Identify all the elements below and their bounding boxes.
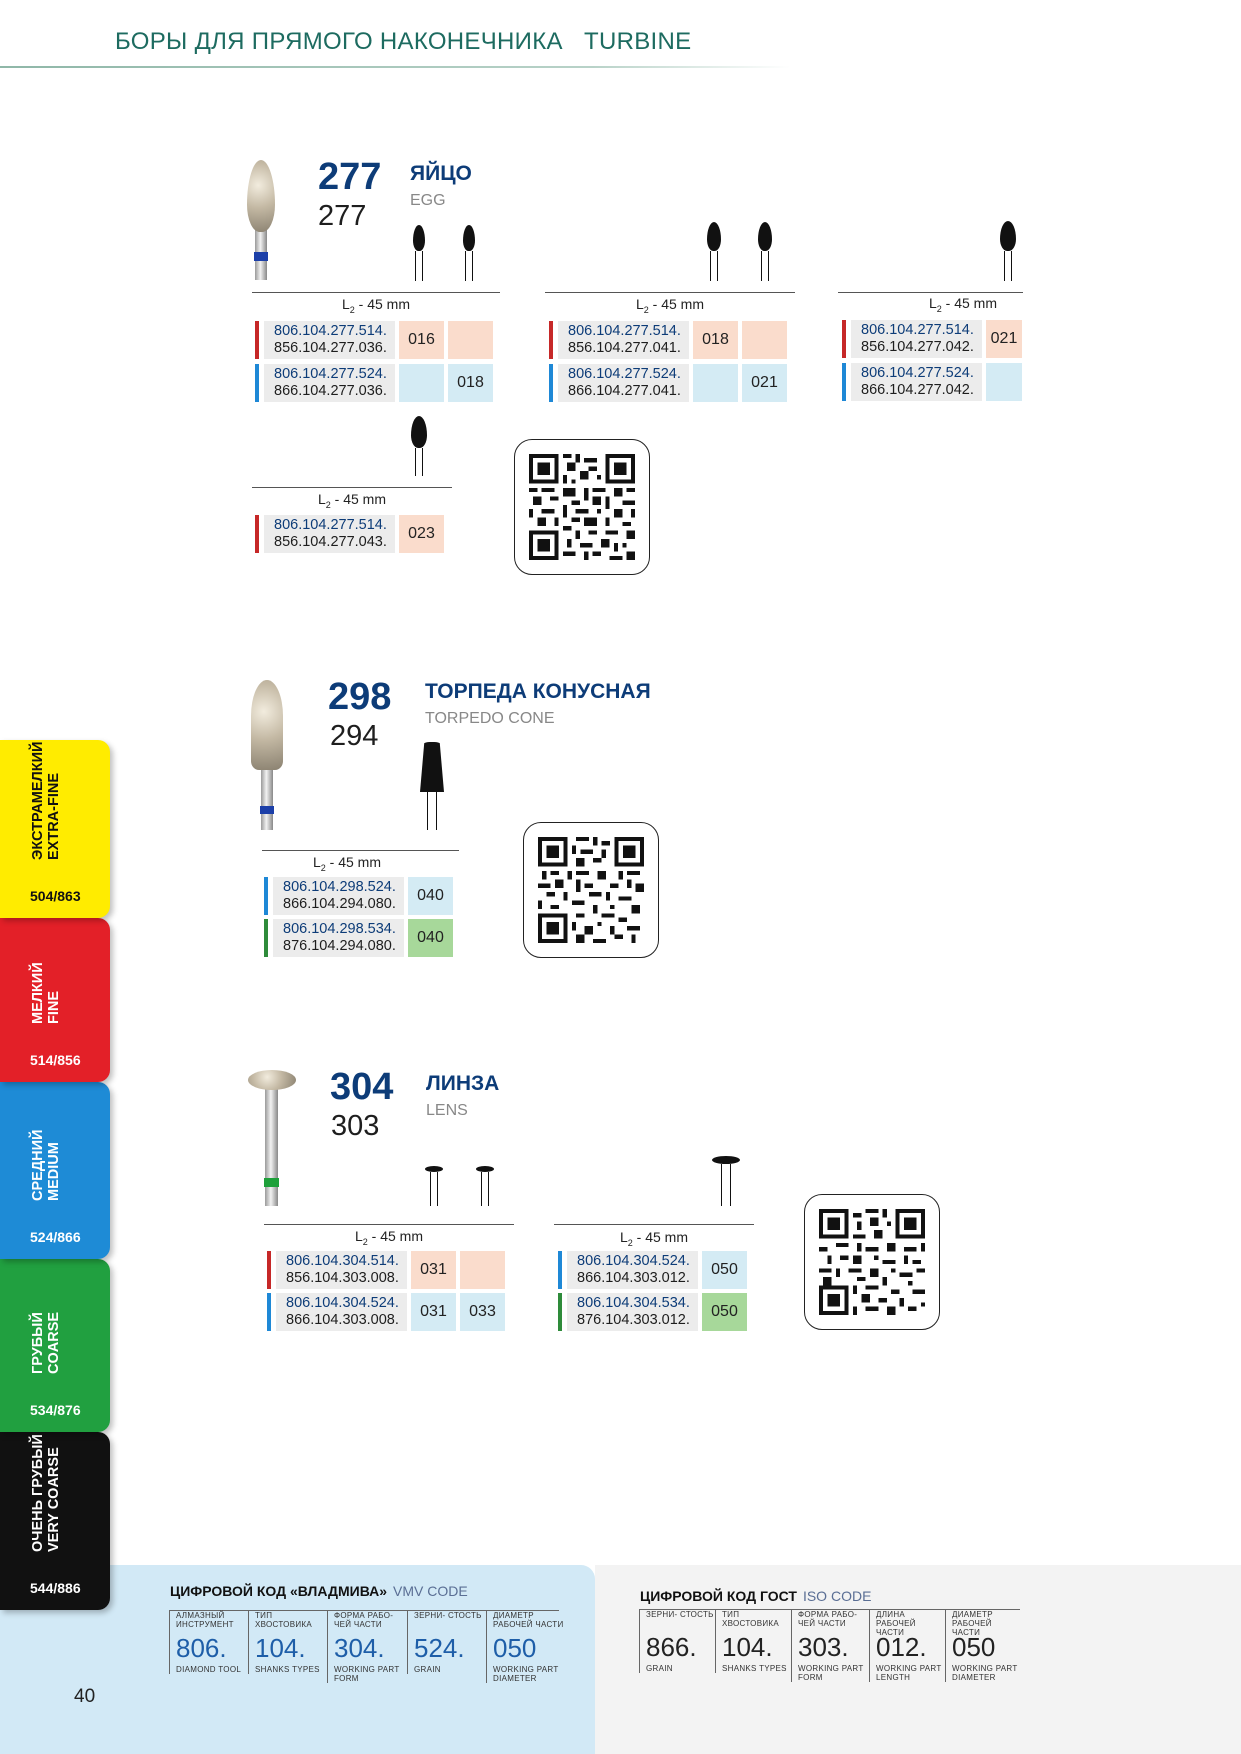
table-row: 806.104.277.514.856.104.277.041. 018 <box>549 321 787 359</box>
grain-code: 544/886 <box>30 1580 81 1596</box>
length-label: L2 - 45 mm <box>341 296 411 315</box>
product-number-alt: 303 <box>331 1110 380 1142</box>
table-row: 806.104.277.514.856.104.277.043. 023 <box>255 515 444 553</box>
table-row: 806.104.277.524.866.104.277.042. <box>842 363 1022 401</box>
table-row: 806.104.304.534.876.104.303.012. 050 <box>558 1293 747 1331</box>
qr-code-icon <box>529 454 635 560</box>
table-row: 806.104.277.524.866.104.277.036. 018 <box>255 364 493 402</box>
page-header-subtitle: TURBINE <box>584 28 692 55</box>
size-cell: 040 <box>408 877 453 915</box>
bur-image-277 <box>246 160 276 280</box>
grain-code: 524/866 <box>30 1229 81 1245</box>
length-label: L2 - 45 mm <box>312 854 382 873</box>
size-cell <box>460 1251 505 1289</box>
grain-code: 534/876 <box>30 1402 81 1418</box>
size-cell: 050 <box>702 1251 747 1289</box>
length-label: L2 - 45 mm <box>317 491 387 510</box>
product-number-alt: 277 <box>318 200 367 232</box>
size-cell: 031 <box>411 1293 456 1331</box>
size-cell <box>448 321 493 359</box>
table-row: 806.104.277.524.866.104.277.041. 021 <box>549 364 787 402</box>
size-cell: 033 <box>460 1293 505 1331</box>
size-cell: 018 <box>693 321 738 359</box>
size-cell: 023 <box>399 515 444 553</box>
size-cell <box>986 363 1022 401</box>
table-row: 806.104.304.524.866.104.303.008. 031 033 <box>267 1293 505 1331</box>
table-row: 806.104.304.514.856.104.303.008. 031 <box>267 1251 505 1289</box>
length-label: L2 - 45 mm <box>619 1229 689 1248</box>
egg-silhouette-icon <box>462 225 476 281</box>
qr-code[interactable] <box>804 1194 940 1330</box>
grain-code: 514/856 <box>30 1052 81 1068</box>
page-number: 40 <box>74 1686 96 1707</box>
iso-code-title: ЦИФРОВОЙ КОД ГОСТ <box>640 1588 797 1604</box>
bur-image-298 <box>250 680 284 830</box>
lens-silhouette-icon <box>476 1166 494 1206</box>
size-cell <box>693 364 738 402</box>
iso-code-title-en: ISO CODE <box>802 1588 872 1604</box>
qr-code-icon <box>819 1209 925 1315</box>
grain-code: 504/863 <box>30 888 81 904</box>
size-cell: 021 <box>986 320 1022 358</box>
qr-code[interactable] <box>523 822 659 958</box>
product-number: 304 <box>330 1066 394 1108</box>
size-cell: 050 <box>702 1293 747 1331</box>
egg-silhouette-icon <box>411 416 427 476</box>
product-number-alt: 294 <box>330 720 379 752</box>
egg-silhouette-icon <box>1000 221 1016 281</box>
size-cell <box>742 321 787 359</box>
product-name: ЯЙЦО <box>410 162 472 185</box>
product-name-en: TORPEDO CONE <box>425 710 555 727</box>
length-label: L2 - 45 mm <box>635 296 705 315</box>
table-row: 806.104.298.524.866.104.294.080. 040 <box>264 877 453 915</box>
product-name: ТОРПЕДА КОНУСНАЯ <box>425 680 651 703</box>
egg-silhouette-icon <box>758 222 772 281</box>
product-name: ЛИНЗА <box>426 1072 500 1095</box>
size-cell: 040 <box>408 919 453 957</box>
bur-image-304 <box>248 1068 296 1206</box>
vmv-code-title-en: VMV CODE <box>393 1583 468 1599</box>
size-cell: 018 <box>448 364 493 402</box>
qr-code-icon <box>538 837 644 943</box>
product-number: 277 <box>318 156 382 198</box>
size-cell: 021 <box>742 364 787 402</box>
header-divider <box>0 66 790 68</box>
length-label: L2 - 45 mm <box>928 295 998 314</box>
lens-silhouette-icon <box>425 1166 443 1206</box>
qr-code[interactable] <box>514 439 650 575</box>
size-cell: 031 <box>411 1251 456 1289</box>
table-row: 806.104.304.524.866.104.303.012. 050 <box>558 1251 747 1289</box>
table-row: 806.104.298.534.876.104.294.080. 040 <box>264 919 453 957</box>
lens-silhouette-icon <box>712 1156 740 1206</box>
product-name-en: LENS <box>426 1102 468 1119</box>
size-cell: 016 <box>399 321 444 359</box>
page-header-title: БОРЫ ДЛЯ ПРЯМОГО НАКОНЕЧНИКА <box>115 28 563 55</box>
egg-silhouette-icon <box>412 225 426 281</box>
product-number: 298 <box>328 676 392 718</box>
table-row: 806.104.277.514.856.104.277.036. 016 <box>255 321 493 359</box>
table-row: 806.104.277.514.856.104.277.042. 021 <box>842 320 1022 358</box>
egg-silhouette-icon <box>707 222 721 281</box>
vmv-code-title: ЦИФРОВОЙ КОД «ВЛАДМИВА» <box>170 1583 388 1599</box>
length-label: L2 - 45 mm <box>354 1228 424 1247</box>
product-name-en: EGG <box>410 192 446 209</box>
size-cell <box>399 364 444 402</box>
torpedo-cone-silhouette-icon <box>420 742 444 830</box>
